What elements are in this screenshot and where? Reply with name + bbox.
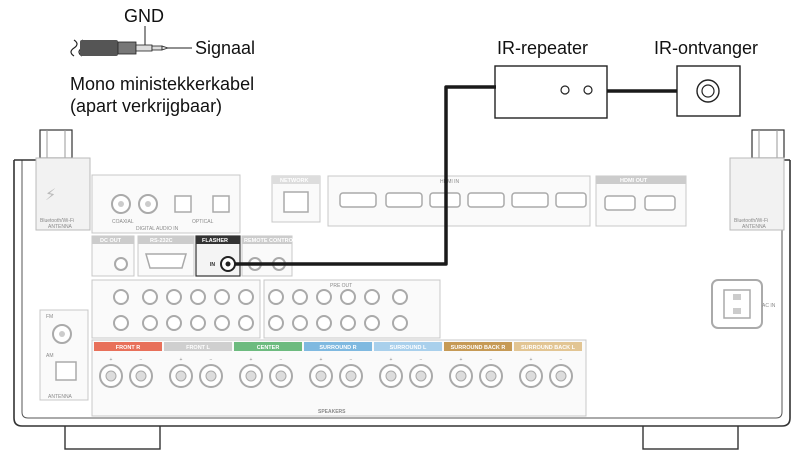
ir-repeater-label: IR-repeater xyxy=(497,38,588,58)
hdmi-in-block: HDMI IN xyxy=(327,175,591,227)
digital-audio-in-block: COAXIAL OPTICAL DIGITAL AUDIO IN xyxy=(91,174,241,234)
svg-text:−: − xyxy=(420,357,423,363)
fm-am-antenna: FM AM ANTENNA xyxy=(39,309,89,401)
svg-text:DIGITAL AUDIO IN: DIGITAL AUDIO IN xyxy=(136,226,179,232)
svg-text:HDMI OUT: HDMI OUT xyxy=(620,178,648,184)
svg-text:PRE OUT: PRE OUT xyxy=(330,283,352,289)
foot-left xyxy=(64,424,161,450)
pre-out-block: PRE OUT xyxy=(263,279,441,339)
speaker-group-5: SURROUND L + − xyxy=(374,342,442,388)
svg-text:DC OUT: DC OUT xyxy=(100,238,122,244)
mono-mini-plug-cable xyxy=(70,26,192,57)
svg-text:+: + xyxy=(180,357,183,363)
svg-text:+: + xyxy=(530,357,533,363)
speaker-group-label: SURROUND BACK R xyxy=(451,345,506,351)
speaker-group-6: SURROUND BACK R + − xyxy=(444,342,512,388)
svg-text:+: + xyxy=(390,357,393,363)
foot-right xyxy=(642,424,739,450)
svg-text:REMOTE CONTROL: REMOTE CONTROL xyxy=(244,238,297,244)
speaker-group-label: SURROUND L xyxy=(390,345,427,351)
repeater-port-2 xyxy=(583,85,593,95)
svg-text:+: + xyxy=(460,357,463,363)
ac-in: AC IN xyxy=(711,279,776,329)
svg-text:NETWORK: NETWORK xyxy=(280,178,308,184)
svg-text:FLASHER: FLASHER xyxy=(202,238,228,244)
bt-antenna-right: Bluetooth/Wi-Fi ANTENNA xyxy=(729,129,785,231)
speaker-group-label: FRONT L xyxy=(186,345,210,351)
dc-out: DC OUT xyxy=(91,235,135,277)
remote-control-ports: REMOTE CONTROL xyxy=(241,235,297,277)
flasher-in-port: FLASHER IN xyxy=(195,235,241,277)
speaker-group-label: SURROUND BACK L xyxy=(521,345,576,351)
network-port: NETWORK xyxy=(271,175,321,223)
flasher-to-repeater-cable xyxy=(235,85,496,266)
svg-text:−: − xyxy=(350,357,353,363)
svg-text:HDMI IN: HDMI IN xyxy=(440,179,460,185)
svg-text:Bluetooth/Wi-Fi: Bluetooth/Wi-Fi xyxy=(40,218,74,224)
speaker-group-label: SURROUND R xyxy=(319,345,356,351)
ir-receiver-label: IR-ontvanger xyxy=(654,38,758,58)
speaker-group-1: FRONT R+ − xyxy=(94,342,162,388)
rs232c: RS-232C xyxy=(137,235,195,277)
cable-description-line1: Mono ministekkerkabel xyxy=(70,74,254,94)
svg-text:−: − xyxy=(490,357,493,363)
svg-text:AC IN: AC IN xyxy=(762,303,776,309)
ir-receiver xyxy=(676,65,741,117)
svg-text:+: + xyxy=(250,357,253,363)
svg-text:−: − xyxy=(560,357,563,363)
speaker-group-2: FRONT L+ − xyxy=(164,342,232,388)
speaker-group-label: CENTER xyxy=(257,345,280,351)
svg-text:COAXIAL: COAXIAL xyxy=(112,219,134,225)
svg-text:RS-232C: RS-232C xyxy=(150,238,173,244)
svg-text:IN: IN xyxy=(210,262,215,268)
signal-label: Signaal xyxy=(195,38,255,58)
cable-description-line2: (apart verkrijgbaar) xyxy=(70,96,222,116)
ir-repeater xyxy=(494,65,608,119)
svg-text:ANTENNA: ANTENNA xyxy=(48,394,73,400)
svg-text:AM: AM xyxy=(46,353,54,359)
svg-text:+: + xyxy=(110,357,113,363)
speaker-group-label: FRONT R xyxy=(116,345,140,351)
repeater-port-1 xyxy=(560,85,570,95)
svg-text:FM: FM xyxy=(46,314,53,320)
svg-text:−: − xyxy=(140,357,143,363)
speaker-group-7: SURROUND BACK L + − xyxy=(514,342,582,388)
svg-text:ANTENNA: ANTENNA xyxy=(48,224,73,230)
gnd-label: GND xyxy=(124,6,164,26)
speaker-group-4: SURROUND R + − xyxy=(304,342,372,388)
svg-text:Bluetooth/Wi-Fi: Bluetooth/Wi-Fi xyxy=(734,218,768,224)
hdmi-out-block: HDMI OUT xyxy=(595,175,687,227)
svg-text:+: + xyxy=(320,357,323,363)
svg-text:SPEAKERS: SPEAKERS xyxy=(318,409,346,415)
svg-text:−: − xyxy=(280,357,283,363)
svg-text:−: − xyxy=(210,357,213,363)
svg-text:⚡: ⚡ xyxy=(45,185,56,204)
speaker-terminals: FRONT R+−FRONT L+−CENTER+−SURROUND R+−SU… xyxy=(91,339,587,417)
bt-antenna-left: ⚡ Bluetooth/Wi-Fi ANTENNA xyxy=(35,129,91,231)
svg-text:OPTICAL: OPTICAL xyxy=(192,219,214,225)
audio-in-block xyxy=(91,279,261,339)
svg-text:ANTENNA: ANTENNA xyxy=(742,224,767,230)
speaker-group-3: CENTER + − xyxy=(234,342,302,388)
